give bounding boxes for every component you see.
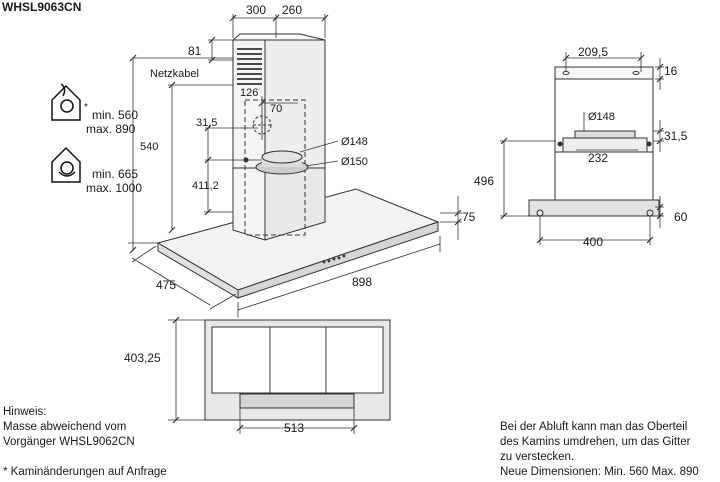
recirc-max: max. 1000: [86, 181, 142, 195]
dim-cable-offset: 70: [270, 103, 282, 115]
dim-canopy-height: 75: [462, 210, 476, 224]
dim-chimney-width: 260: [282, 3, 302, 17]
dim-side-bottom-height: 60: [674, 210, 688, 224]
dim-side-bottom-width: 400: [583, 235, 603, 249]
dim-chimney-depth: 300: [246, 3, 266, 17]
side-ticks: [500, 54, 664, 244]
dim-side-outlet-d: Ø148: [588, 111, 615, 123]
dim-bottom-depth: 403,25: [124, 351, 161, 365]
dim-side-height: 496: [474, 174, 494, 188]
note-right-line: Bei der Abluft kann man das Oberteil: [500, 421, 688, 433]
note-right: Bei der Abluft kann man das Oberteil des…: [500, 420, 699, 480]
label-power-cable: Netzkabel: [150, 68, 199, 80]
bottom-view: [204, 319, 391, 421]
model-title: WHSL9063CN: [2, 0, 82, 14]
dim-side-inner-width: 232: [588, 151, 608, 165]
dim-bottom-width: 513: [284, 421, 304, 435]
recirculation-mode-icon: [51, 146, 81, 183]
dim-outlet-d150: Ø150: [341, 156, 368, 168]
note-left: Hinweis: Masse abweichend vom Vorgänger …: [3, 405, 135, 450]
dim-cable-pos: 126: [240, 87, 258, 99]
dim-height-540: 540: [140, 141, 158, 153]
note-right-line: des Kamins umdrehen, um das Gitter: [500, 436, 691, 448]
note-left-line: Masse abweichend vom: [3, 421, 127, 433]
control-leds: [322, 254, 346, 264]
dim-height-411: 411,2: [192, 180, 219, 192]
dim-top-offset: 81: [188, 44, 202, 58]
dim-side-outlet-offset: 31,5: [664, 129, 688, 143]
bottom-dimension-lines: [168, 319, 355, 434]
note-right-line: zu verstecken.: [500, 451, 575, 463]
exhaust-max: max. 890: [86, 122, 136, 136]
dim-outlet-offset: 31,5: [196, 117, 217, 129]
note-left-line: Hinweis:: [3, 406, 47, 418]
exhaust-mode-icon: [51, 83, 81, 121]
chimney-top: [231, 33, 326, 41]
dim-depth: 475: [156, 278, 176, 292]
dim-outlet-d148: Ø148: [341, 136, 368, 148]
exhaust-min: min. 560: [92, 108, 138, 122]
dim-side-top-width: 209,5: [578, 45, 608, 59]
dim-width: 898: [352, 275, 372, 289]
main-dimension-lines: [128, 14, 462, 318]
footnote: * Kaminänderungen auf Anfrage: [3, 466, 167, 478]
lower-chimney-front: [232, 167, 266, 241]
dim-side-top-height: 16: [664, 64, 678, 78]
exhaust-star: *: [84, 102, 88, 113]
recirc-min: min. 665: [92, 167, 138, 181]
canopy-side: [237, 221, 439, 299]
dimension-ticks: [129, 14, 462, 254]
bottom-ticks: [172, 316, 358, 432]
note-left-line: Vorgänger WHSL9062CN: [3, 436, 135, 448]
side-view: [528, 66, 660, 217]
duct-dashed: [244, 99, 306, 236]
vent-grille: [237, 48, 262, 85]
note-right-line: Neue Dimensionen: Min. 560 Max. 890: [500, 466, 699, 478]
